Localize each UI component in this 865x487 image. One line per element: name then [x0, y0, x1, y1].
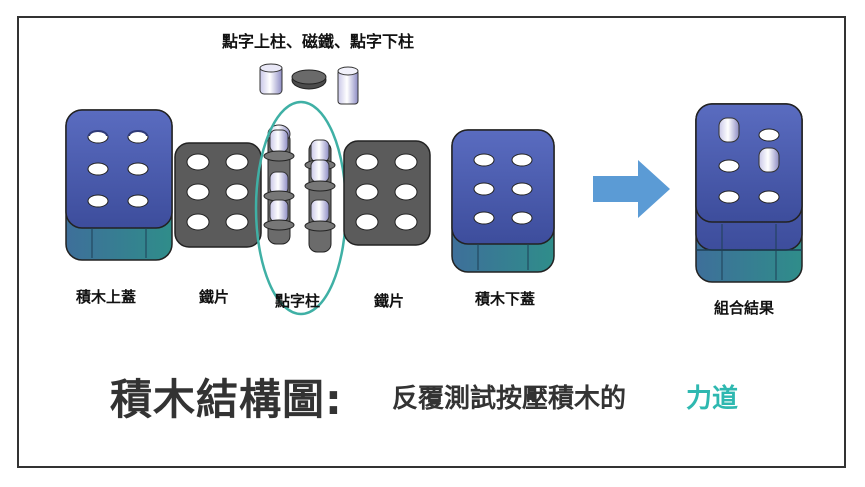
braille-pillars: [254, 100, 348, 316]
top-cover-label: 積木上蓋: [76, 288, 137, 306]
diagram-title: 積木結構圖:: [110, 375, 343, 424]
iron-sheet-right: [343, 140, 431, 246]
result-block: [695, 103, 803, 283]
diagram-subtitle-accent: 力道: [686, 384, 739, 414]
top-cover-block: [65, 109, 173, 261]
iron-sheet-right-label: 鐵片: [374, 292, 405, 310]
diagram-subtitle: 反覆測試按壓積木的: [392, 384, 627, 414]
result-label: 組合結果: [714, 299, 775, 317]
pillar-label: 點字柱: [275, 292, 321, 310]
magnet-part: [291, 69, 327, 90]
iron-sheet-left: [174, 142, 262, 248]
iron-sheet-left-label: 鐵片: [199, 288, 230, 306]
bottom-cover-label: 積木下蓋: [475, 290, 536, 308]
parts-header-label: 點字上柱、磁鐵、點字下柱: [222, 32, 415, 51]
bottom-cover-block: [451, 129, 555, 273]
lower-pillar-part: [337, 66, 359, 105]
arrow-right-icon: [593, 160, 670, 218]
upper-pillar-part: [259, 63, 283, 95]
